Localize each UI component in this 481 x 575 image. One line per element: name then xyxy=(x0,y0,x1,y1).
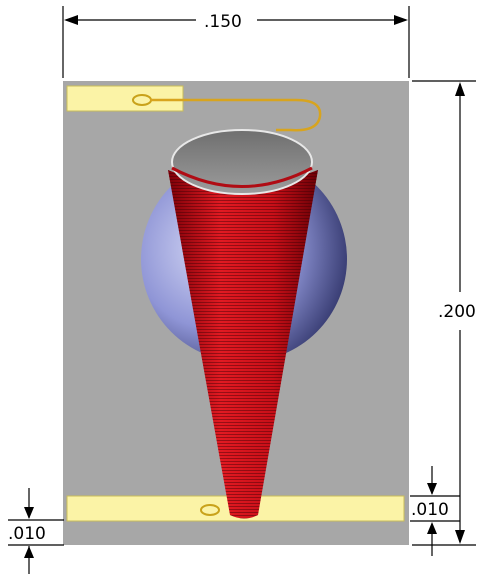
right-thickness-arrow-top xyxy=(427,483,437,495)
height-arrow-bottom xyxy=(455,530,465,544)
width-dimension xyxy=(62,6,410,78)
width-arrow-left xyxy=(64,15,78,25)
height-label: .200 xyxy=(438,302,476,322)
top-pad-thickness-label: .010 xyxy=(411,500,449,520)
left-thickness-arrow-bottom xyxy=(24,546,34,558)
right-pad-thickness-dimension xyxy=(410,466,460,556)
height-arrow-top xyxy=(455,82,465,96)
width-arrow-right xyxy=(394,15,408,25)
left-thickness-arrow-top xyxy=(24,507,34,519)
right-thickness-arrow-bottom xyxy=(427,522,437,534)
bottom-pad-thickness-label: .010 xyxy=(8,524,46,544)
width-label: .150 xyxy=(204,12,242,32)
coil-top-cap xyxy=(171,129,313,195)
height-dimension xyxy=(412,80,476,546)
lead-wire xyxy=(150,98,322,132)
top-contact-pad xyxy=(66,85,184,112)
bottom-pad-solder-loop xyxy=(200,504,220,516)
